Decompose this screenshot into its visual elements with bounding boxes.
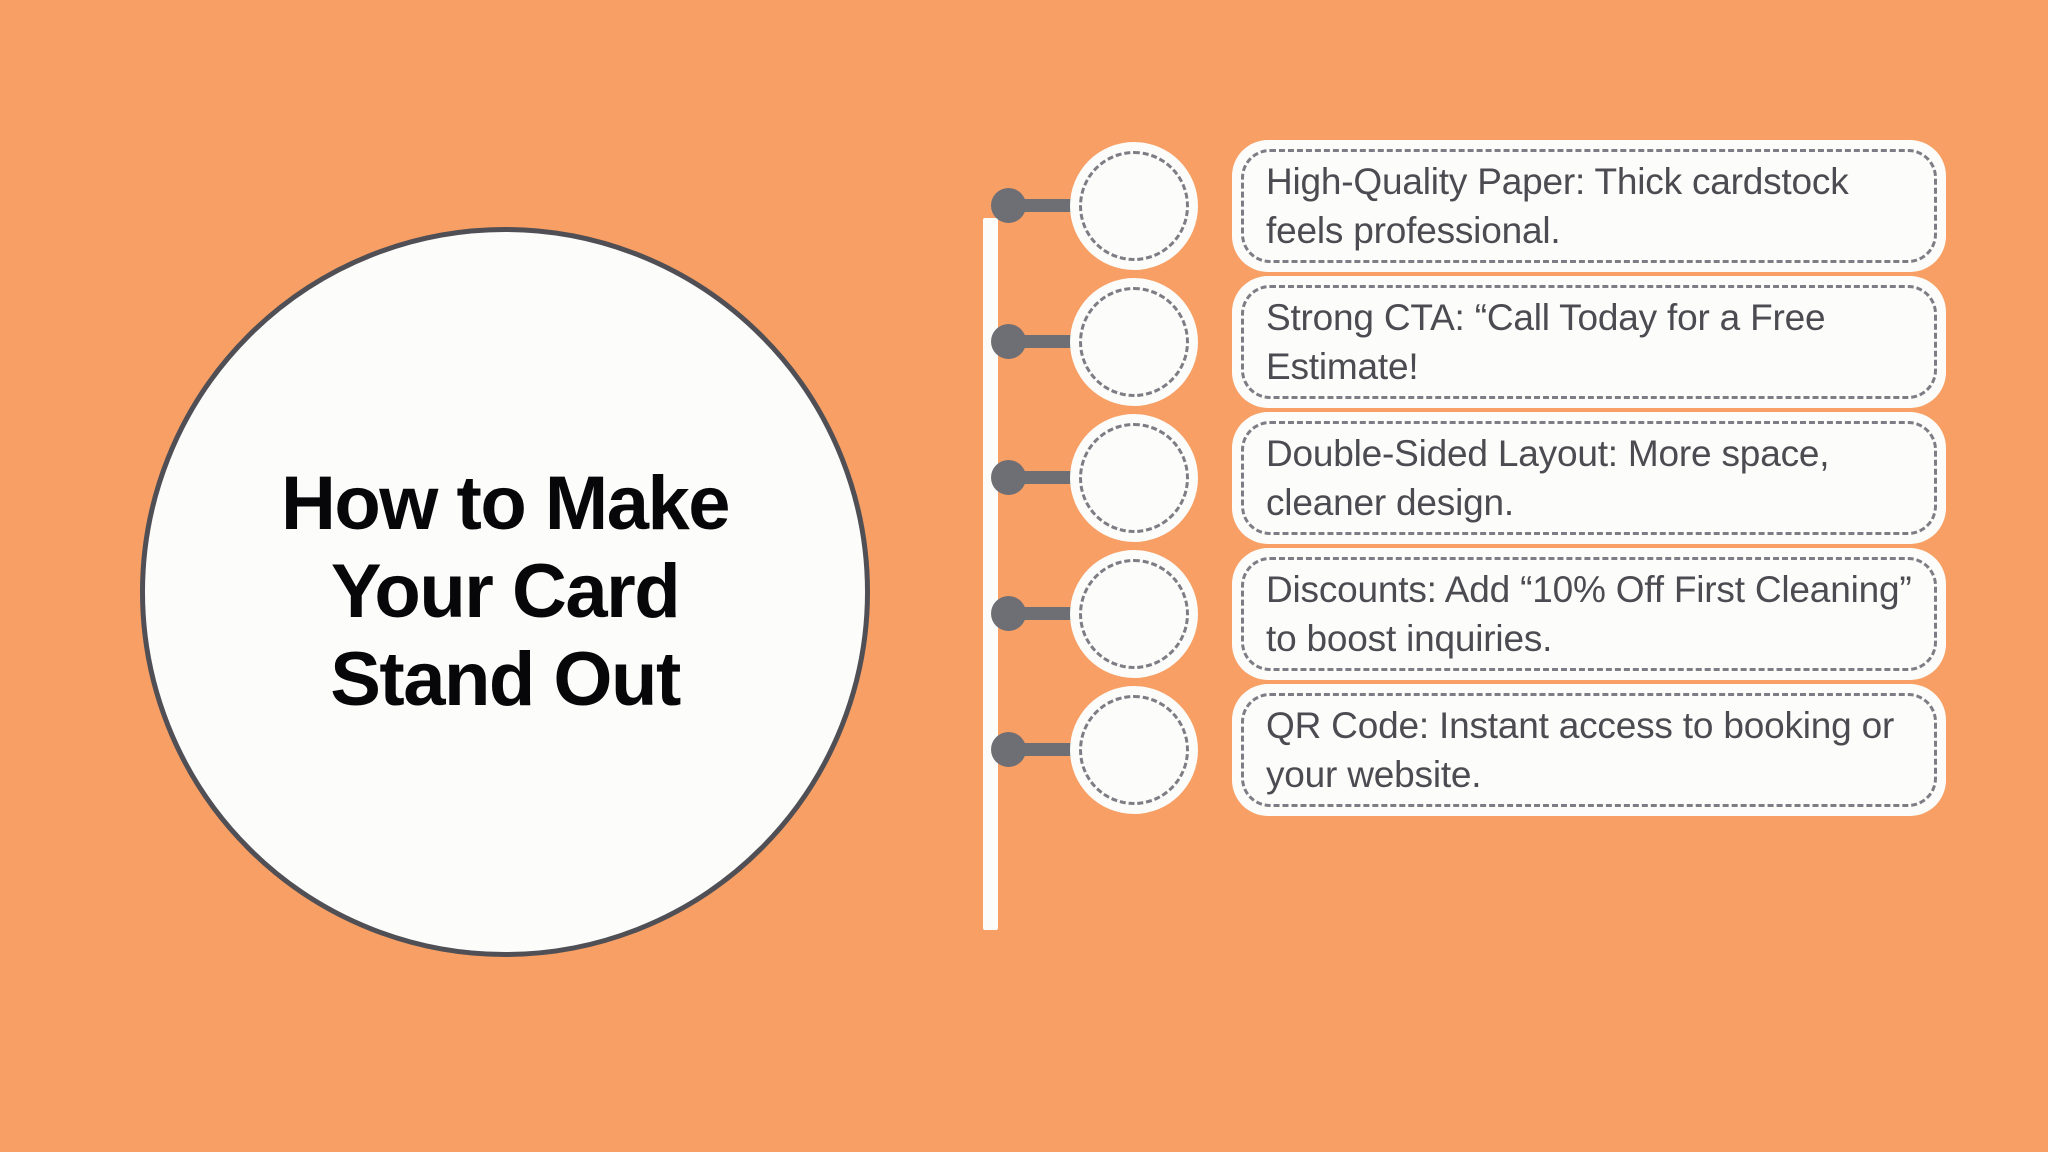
timeline-marker-circle-5 <box>1070 686 1198 814</box>
timeline-card-text-2: Strong CTA: “Call Today for a Free Estim… <box>1266 296 1826 387</box>
dashed-ring-icon-5 <box>1079 695 1189 805</box>
timeline-marker-circle-2 <box>1070 278 1198 406</box>
dashed-ring-icon-3 <box>1079 423 1189 533</box>
timeline-row-1: High-Quality Paper: Thick cardstock feel… <box>960 118 1960 292</box>
timeline-row-2: Strong CTA: “Call Today for a Free Estim… <box>960 254 1960 428</box>
dashed-ring-icon-2 <box>1079 287 1189 397</box>
timeline-card-2[interactable]: Strong CTA: “Call Today for a Free Estim… <box>1232 276 1946 408</box>
timeline-card-4[interactable]: Discounts: Add “10% Off First Cleaning” … <box>1232 548 1946 680</box>
timeline-card-3[interactable]: Double-Sided Layout: More space, cleaner… <box>1232 412 1946 544</box>
timeline-row-4: Discounts: Add “10% Off First Cleaning” … <box>960 526 1960 700</box>
timeline-card-5[interactable]: QR Code: Instant access to booking or yo… <box>1232 684 1946 816</box>
timeline-marker-circle-4 <box>1070 550 1198 678</box>
timeline-marker-circle-3 <box>1070 414 1198 542</box>
hero-circle: How to Make Your Card Stand Out <box>140 227 870 957</box>
dashed-ring-icon-4 <box>1079 559 1189 669</box>
timeline-card-text-4: Discounts: Add “10% Off First Cleaning” … <box>1266 568 1912 659</box>
timeline-card-text-1: High-Quality Paper: Thick cardstock feel… <box>1266 160 1849 251</box>
timeline-row-3: Double-Sided Layout: More space, cleaner… <box>960 390 1960 564</box>
dashed-ring-icon-1 <box>1079 151 1189 261</box>
timeline-card-text-3: Double-Sided Layout: More space, cleaner… <box>1266 432 1830 523</box>
page-title: How to Make Your Card Stand Out <box>281 460 731 723</box>
timeline-marker-circle-1 <box>1070 142 1198 270</box>
timeline-card-text-5: QR Code: Instant access to booking or yo… <box>1266 704 1895 795</box>
timeline-row-5: QR Code: Instant access to booking or yo… <box>960 662 1960 836</box>
timeline-card-1[interactable]: High-Quality Paper: Thick cardstock feel… <box>1232 140 1946 272</box>
